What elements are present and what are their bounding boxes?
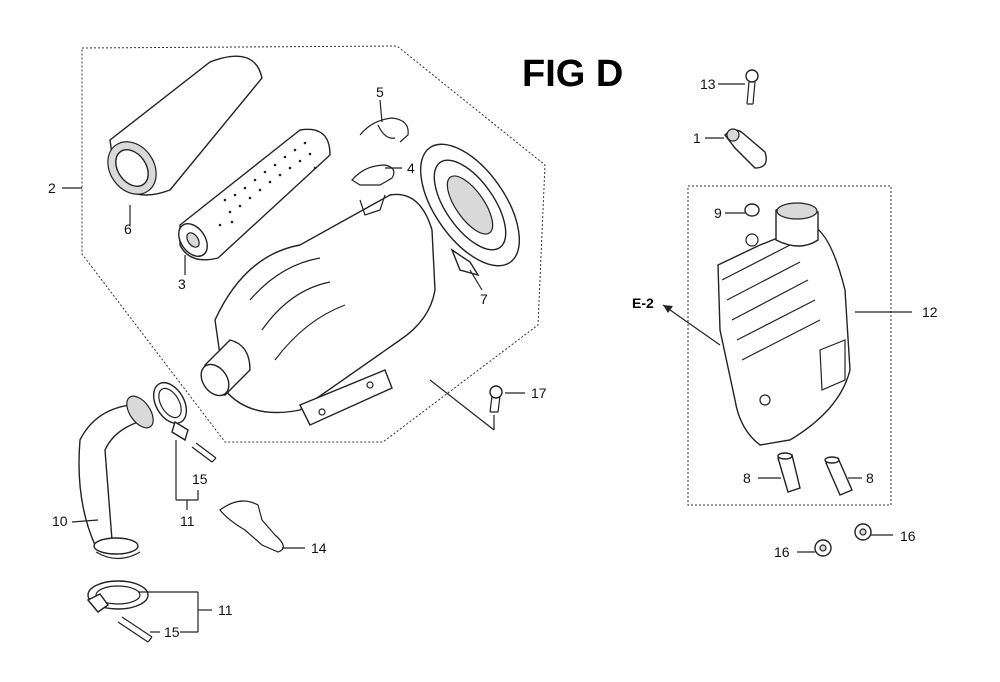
pipe-part-8-left bbox=[777, 452, 801, 493]
callout-11-upper: 11 bbox=[180, 513, 195, 529]
reference-tag-e2: E-2 bbox=[632, 295, 654, 311]
callout-8-left: 8 bbox=[743, 470, 751, 486]
nut-part-16-right bbox=[854, 523, 872, 541]
callout-4: 4 bbox=[407, 160, 415, 176]
callout-9: 9 bbox=[714, 205, 722, 221]
clip-part-5 bbox=[359, 117, 409, 143]
intake-hose bbox=[78, 395, 154, 560]
muffler-assembly-boundary bbox=[687, 185, 892, 506]
callout-15-lower: 15 bbox=[164, 624, 180, 640]
inner-filter-element bbox=[178, 128, 331, 261]
clamp-screw-upper bbox=[191, 442, 217, 463]
callout-15-upper: 15 bbox=[192, 471, 208, 487]
callout-14: 14 bbox=[311, 540, 327, 556]
callout-13: 13 bbox=[700, 76, 716, 92]
clamp-screw-lower bbox=[117, 616, 153, 643]
callout-16-left: 16 bbox=[774, 544, 790, 560]
figure-title: FIG D bbox=[522, 53, 623, 95]
callout-16-right: 16 bbox=[900, 528, 916, 544]
callout-7: 7 bbox=[480, 291, 488, 307]
bracket-part-14 bbox=[219, 500, 284, 553]
callout-8-right: 8 bbox=[866, 470, 874, 486]
outer-filter-element bbox=[107, 55, 263, 196]
hose-clamp-upper bbox=[152, 382, 189, 442]
callout-10: 10 bbox=[52, 513, 68, 529]
callout-11-lower: 11 bbox=[218, 602, 233, 618]
callout-2: 2 bbox=[48, 180, 56, 196]
hose-clamp-lower bbox=[86, 580, 149, 613]
callout-1: 1 bbox=[693, 130, 701, 146]
clip-part-4 bbox=[351, 164, 395, 186]
leader-lines bbox=[62, 83, 912, 633]
muffler-body bbox=[717, 202, 851, 446]
callout-5: 5 bbox=[376, 84, 384, 100]
bracket-part-1 bbox=[724, 128, 767, 169]
callout-3: 3 bbox=[178, 276, 186, 292]
air-cleaner-housing bbox=[200, 193, 436, 426]
nut-part-16-left bbox=[814, 539, 832, 557]
bolt-part-17 bbox=[489, 385, 503, 413]
bolt-part-13 bbox=[745, 69, 759, 105]
pipe-part-8-right bbox=[824, 456, 853, 496]
air-cleaner-cover bbox=[419, 143, 521, 277]
callout-17: 17 bbox=[531, 385, 547, 401]
nut-part-9 bbox=[744, 203, 760, 217]
callout-6: 6 bbox=[124, 221, 132, 237]
callout-12: 12 bbox=[922, 304, 938, 320]
